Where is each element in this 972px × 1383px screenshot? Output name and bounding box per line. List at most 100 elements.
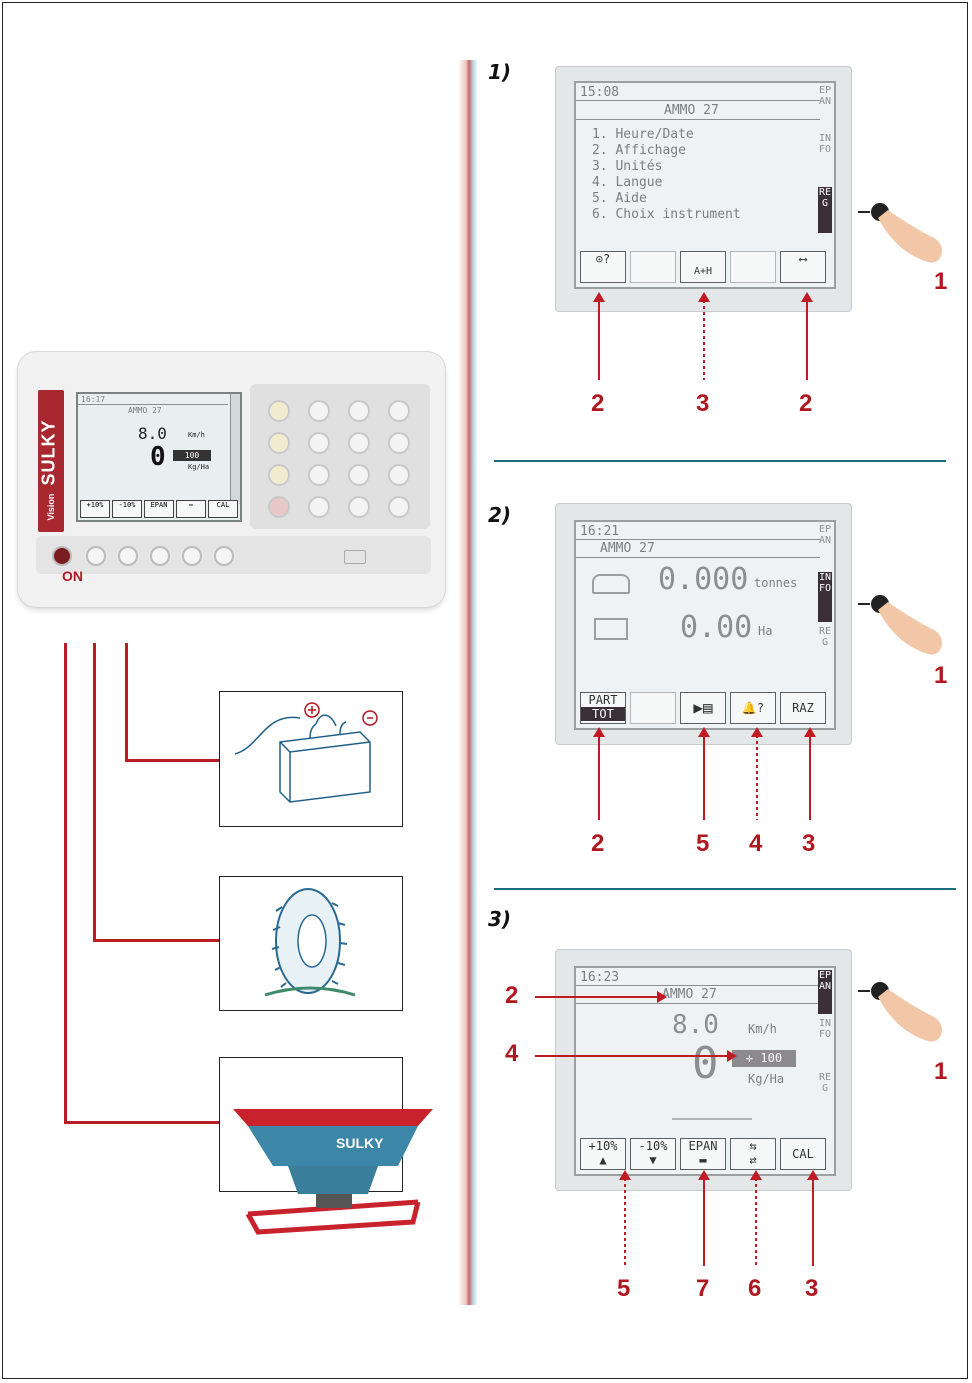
menu-item-help[interactable]: 5. Aide [592,191,647,206]
tab-reg[interactable]: REG [818,1072,832,1094]
control-console: SULKY Vision 16:17 AMMO 27 8.0 Km/h 0 10… [18,352,445,607]
function-button[interactable] [150,546,170,566]
step-3-dose-badge: ✛ 100 [732,1050,796,1067]
keypad-button[interactable] [388,464,410,486]
step-2-hectares-value: 0.00 [680,610,753,645]
screen-key-epan: EPAN [144,500,174,518]
step-2-tonnes-unit: tonnes [754,576,798,590]
part-label: PART [588,693,618,707]
empty-key[interactable] [730,251,776,283]
keypad-button[interactable] [268,400,290,422]
callout: 3 [696,390,710,417]
arrow-callout [751,727,763,820]
menu-item-language[interactable]: 4. Langue [592,175,663,190]
step-3-time-rule [576,985,820,986]
function-button[interactable] [182,546,202,566]
arrow-callout-left [535,991,667,1003]
keypad-button[interactable] [308,496,330,518]
menu-item-units[interactable]: 3. Unités [592,159,663,174]
tab-reg[interactable]: REG [818,626,832,648]
callout: 5 [696,830,710,857]
epan-key[interactable]: EPAN▬ [680,1138,726,1170]
keypad-button[interactable] [348,400,370,422]
alphabet-key[interactable]: A+H [680,251,726,283]
step-2-product-rule [576,557,820,558]
reset-key[interactable]: RAZ [780,692,826,724]
menu-item-display[interactable]: 2. Affichage [592,143,686,158]
screen-time: 16:17 [81,395,106,404]
keypad-button[interactable] [308,400,330,422]
on-button[interactable] [52,546,72,566]
tab-info[interactable]: INFO [818,1018,832,1040]
tab-reg[interactable]: REG [818,187,832,233]
back-key[interactable]: ⟷ [780,251,826,283]
wire-battery-v [125,643,128,761]
arrow-callout [593,727,605,820]
step-1-product-rule [576,119,820,120]
callout: 7 [696,1275,710,1302]
tab-epan[interactable]: EPAN [818,85,832,107]
step-3-dose-unit: Kg/Ha [748,1072,785,1086]
function-button[interactable] [86,546,106,566]
step-1-time: 15:08 [580,85,620,100]
step-1-time-rule [576,100,820,101]
keypad-button[interactable] [308,464,330,486]
tab-epan[interactable]: EPAN [818,970,832,1014]
keypad-button[interactable] [308,432,330,454]
keypad-button[interactable] [388,400,410,422]
step-3-product: AMMO 27 [662,987,717,1002]
page-next-key[interactable]: ▶▤ [680,692,726,724]
tab-info[interactable]: INFO [818,133,832,155]
finger-press-icon [858,982,942,1042]
tab-info[interactable]: INFO [818,572,832,622]
arrow-callout [698,1170,710,1266]
width-key[interactable]: ⇆⇄ [730,1138,776,1170]
empty-key[interactable] [630,251,676,283]
usb-port-icon [344,550,366,564]
alarm-help-key[interactable]: 🔔? [730,692,776,724]
callout: 2 [591,390,605,417]
step-2-label: 2) [488,503,512,527]
empty-key[interactable] [630,692,676,724]
battery-box [219,691,403,827]
step-2-hectares-unit: Ha [758,624,773,638]
finger-press-icon [858,203,942,263]
epan-label: EPAN [688,1139,718,1153]
callout-hand: 1 [934,662,948,689]
callout: 2 [799,390,813,417]
step-2-time-rule [576,539,820,540]
callout: 3 [805,1275,819,1302]
keypad-button[interactable] [268,496,290,518]
menu-item-time-date[interactable]: 1. Heure/Date [592,127,694,142]
cal-key[interactable]: CAL [780,1138,826,1170]
function-button[interactable] [214,546,234,566]
help-key[interactable]: ⊙? [580,251,626,283]
keypad-button[interactable] [268,432,290,454]
keypad-button[interactable] [348,432,370,454]
keypad-button[interactable] [268,464,290,486]
screen-dose: 0 [150,442,166,472]
screen-keys: +10% -10% EPAN ⇔ CAL [80,500,238,518]
arrow-callout [807,1170,819,1266]
menu-item-instrument[interactable]: 6. Choix instrument [592,207,741,222]
tot-label: TOT [581,707,625,721]
step-3-time: 16:23 [580,970,620,985]
part-tot-key[interactable]: PART TOT [580,692,626,724]
section-rule [494,888,956,890]
tab-epan[interactable]: EPAN [818,524,832,546]
step-2-time: 16:21 [580,524,620,539]
keypad-button[interactable] [348,464,370,486]
plus-10-key[interactable]: +10%▲ [580,1138,626,1170]
keypad-button[interactable] [348,496,370,518]
minus-10-key[interactable]: -10%▼ [630,1138,676,1170]
step-3-dose: 0 [692,1038,719,1089]
keypad-button[interactable] [388,496,410,518]
callout-hand: 1 [934,268,948,295]
screen-key-minus: -10% [112,500,142,518]
function-button[interactable] [118,546,138,566]
screen-side-tabs [230,394,240,504]
keypad-button[interactable] [388,432,410,454]
console-screen: 16:17 AMMO 27 8.0 Km/h 0 100 Kg/Ha +10% … [76,392,242,522]
callout-left: 4 [505,1040,519,1067]
